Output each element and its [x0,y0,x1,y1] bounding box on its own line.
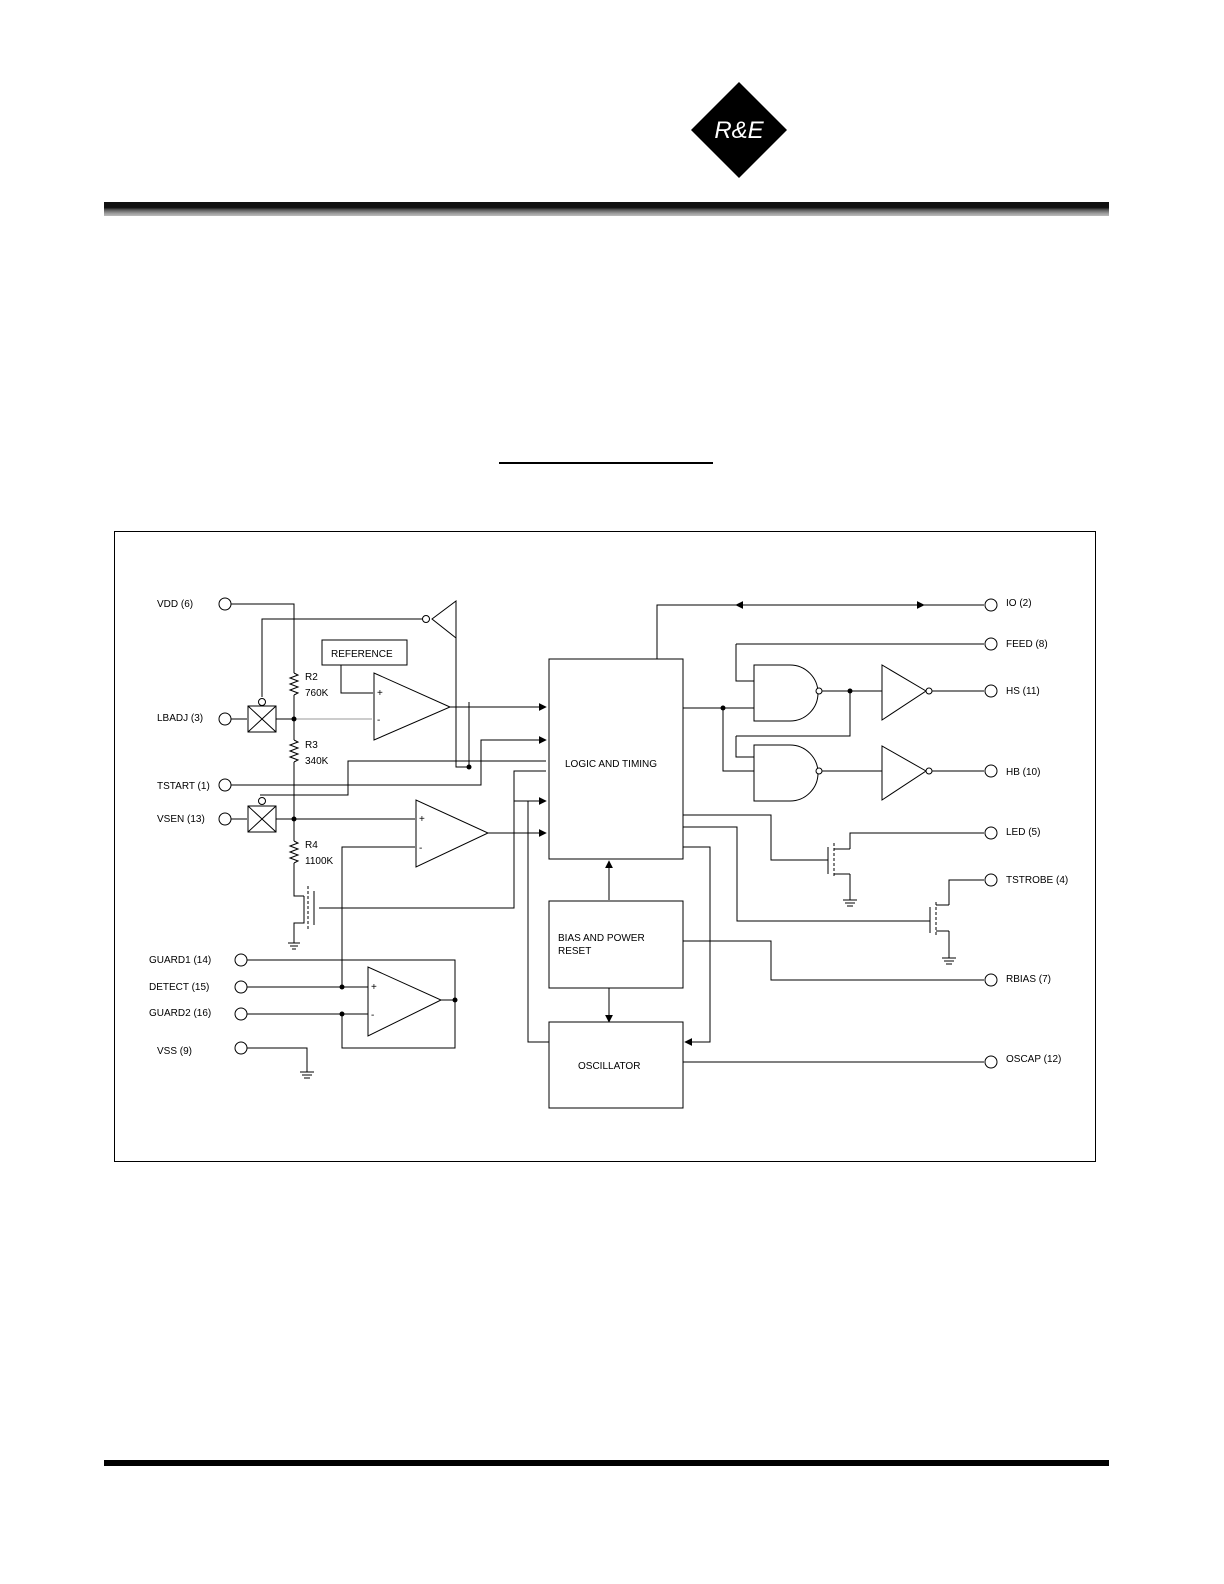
bias-power-label-1: BIAS AND POWER [558,933,645,944]
resistor-r4-value: 1100K [305,856,334,867]
comparator-detect: + - [367,966,443,1037]
nand-gate-hb [753,744,823,802]
pin-terminal-feed [984,637,998,651]
pin-terminal-lbadj [218,712,232,726]
resistor-r2 [288,672,300,696]
logo: R&E [691,82,787,178]
transistor-divider [307,886,315,931]
pin-label-io: IO (2) [1006,598,1032,609]
reference-block [321,639,408,666]
pin-terminal-guard2 [234,1007,248,1021]
reference-label: REFERENCE [331,649,393,660]
pin-terminal-tstrobe [984,873,998,887]
svg-text:-: - [371,1010,374,1021]
transistor-led [827,843,850,878]
svg-text:-: - [377,715,380,726]
footer-rule [104,1460,1109,1466]
svg-text:+: + [371,982,377,993]
resistor-r2-value: 760K [305,688,329,699]
pin-terminal-tstart [218,778,232,792]
logic-timing-label: LOGIC AND TIMING [565,759,657,770]
pin-terminal-vsen [218,812,232,826]
pin-terminal-vdd [218,597,232,611]
comparator-low-battery: + - [373,672,452,741]
diagram-frame [114,531,1096,1162]
pin-terminals [218,597,998,1069]
logic-timing-block [548,658,684,860]
inverter-vdd [422,600,457,640]
oscillator-block [548,1021,684,1109]
pin-label-tstart: TSTART (1) [157,781,210,792]
bias-power-label-2: RESET [558,946,591,957]
pin-label-hb: HB (10) [1006,767,1040,778]
pin-terminal-rbias [984,973,998,987]
switch-vsen [247,797,277,833]
pin-terminal-oscap [984,1055,998,1069]
pin-label-hs: HS (11) [1006,686,1040,697]
pin-label-vsen: VSEN (13) [157,814,205,825]
resistor-r3-value: 340K [305,756,329,767]
pin-label-detect: DETECT (15) [149,982,209,993]
pin-label-guard2: GUARD2 (16) [149,1008,211,1019]
transistor-tstrobe [929,902,949,936]
pin-label-oscap: OSCAP (12) [1006,1054,1061,1065]
resistor-r3-name: R3 [305,740,318,751]
pin-terminal-io [984,598,998,612]
pin-label-feed: FEED (8) [1006,639,1048,650]
resistor-r3 [288,739,300,763]
resistor-r4-name: R4 [305,840,318,851]
block-diagram: VDD (6) LBADJ (3) TSTART (1) VSEN (13) G… [114,531,1096,1162]
switch-lbadj [247,698,277,733]
header-rule [104,202,1109,216]
pin-label-tstrobe: TSTROBE (4) [1006,875,1068,886]
resistor-r2-name: R2 [305,672,318,683]
junction-dots [291,688,853,1017]
nand-gate-hs [753,664,823,722]
title-underline [499,462,713,464]
svg-text:+: + [377,688,383,699]
pin-terminal-led [984,826,998,840]
wires [230,601,984,1079]
pin-terminal-guard1 [234,953,248,967]
pin-terminal-hb [984,764,998,778]
pin-label-guard1: GUARD1 (14) [149,955,211,966]
logo-diamond [691,82,787,178]
svg-text:+: + [419,814,425,825]
pin-label-vdd: VDD (6) [157,599,193,610]
bias-power-block [548,900,684,989]
pin-label-vss: VSS (9) [157,1046,192,1057]
pin-terminal-detect [234,980,248,994]
pin-label-lbadj: LBADJ (3) [157,713,203,724]
oscillator-label: OSCILLATOR [578,1061,640,1072]
svg-text:-: - [419,843,422,854]
inverter-hb [881,745,933,801]
pin-label-rbias: RBIAS (7) [1006,974,1051,985]
pin-terminal-hs [984,684,998,698]
logo-text: R&E [714,117,764,144]
pin-terminal-vss [234,1041,248,1055]
inverter-hs [881,664,933,721]
resistor-r4 [288,840,300,864]
comparator-vsen: + - [415,799,490,868]
pin-label-led: LED (5) [1006,827,1040,838]
